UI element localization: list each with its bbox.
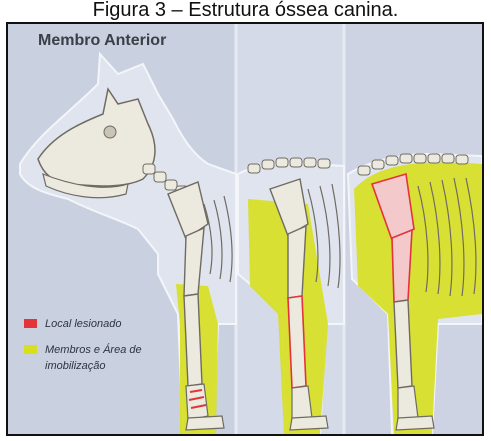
legend-swatch-immobilization <box>24 345 37 354</box>
paw-3 <box>396 416 434 430</box>
paw-2 <box>290 416 328 430</box>
humerus-3-injured <box>392 230 412 302</box>
carpus-3 <box>398 386 418 420</box>
eye-socket <box>104 126 116 138</box>
carpus <box>186 384 208 420</box>
legend-label-injury: Local lesionado <box>45 316 165 332</box>
figure-title: Membro Anterior <box>38 32 166 50</box>
radius-ulna-3 <box>394 300 412 388</box>
paw <box>186 416 224 430</box>
skeleton-figure: Membro Anterior Local lesionado Membros … <box>6 22 484 436</box>
radius-ulna <box>184 294 202 386</box>
carpus-2 <box>292 386 312 420</box>
legend-item-injury: Local lesionado <box>24 316 184 332</box>
legend: Local lesionado Membros e Área de imobil… <box>24 316 184 384</box>
radius-ulna-2 <box>288 296 306 388</box>
legend-item-immobilization: Membros e Área de imobilização <box>24 342 184 374</box>
figure-caption: Figura 3 – Estrutura óssea canina. <box>0 0 491 22</box>
legend-swatch-injury <box>24 319 37 328</box>
legend-label-immobilization: Membros e Área de imobilização <box>45 342 165 374</box>
